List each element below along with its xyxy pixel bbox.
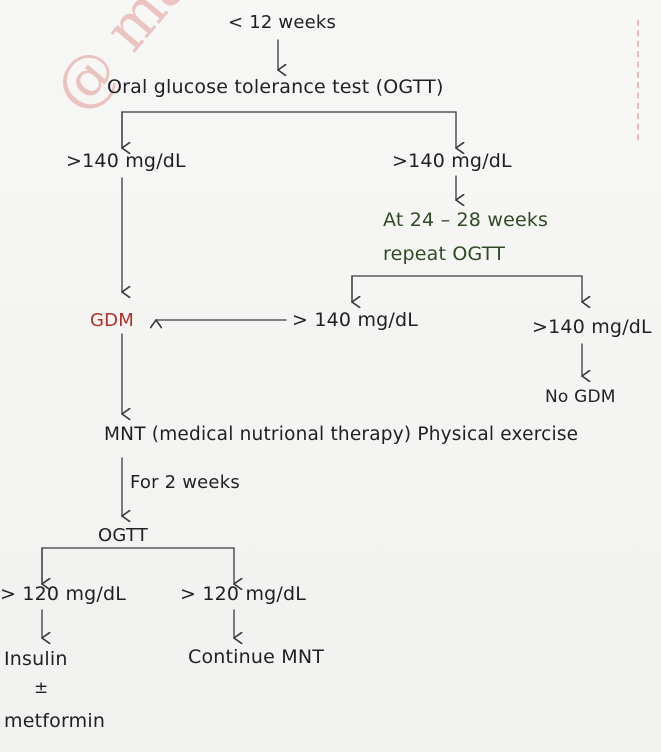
bracket-ogtt-top	[121, 111, 456, 148]
node-continue-mnt: Continue MNT	[188, 646, 325, 668]
node-left-gt120: > 120 mg/dL	[0, 583, 127, 605]
node-repeat-line1: At 24 – 28 weeks	[383, 209, 549, 231]
node-right2-gt140: >140 mg/dL	[532, 316, 652, 338]
node-lt-12-weeks: < 12 weeks	[228, 12, 337, 33]
node-metformin: metformin	[4, 710, 106, 732]
node-mid-gt140: > 140 mg/dL	[292, 309, 419, 331]
node-plus-minus: ±	[34, 678, 49, 698]
node-right-gt120: > 120 mg/dL	[180, 583, 307, 605]
node-gdm: GDM	[90, 310, 134, 331]
node-insulin: Insulin	[4, 648, 68, 670]
edge-decoration	[634, 20, 639, 140]
node-for-2-weeks: For 2 weeks	[130, 472, 240, 493]
node-mnt: MNT (medical nutrional therapy) Physical…	[104, 424, 579, 445]
node-no-gdm: No GDM	[545, 387, 616, 407]
node-ogtt-bottom: OGTT	[98, 525, 148, 546]
node-left-gt140: >140 mg/dL	[66, 150, 186, 172]
node-repeat-line2: repeat OGTT	[383, 243, 506, 265]
node-ogtt-top: Oral glucose tolerance test (OGTT)	[107, 76, 444, 98]
bracket-repeat	[351, 275, 582, 302]
node-right-gt140: >140 mg/dL	[392, 150, 512, 172]
bracket-ogtt-bottom	[41, 547, 234, 584]
